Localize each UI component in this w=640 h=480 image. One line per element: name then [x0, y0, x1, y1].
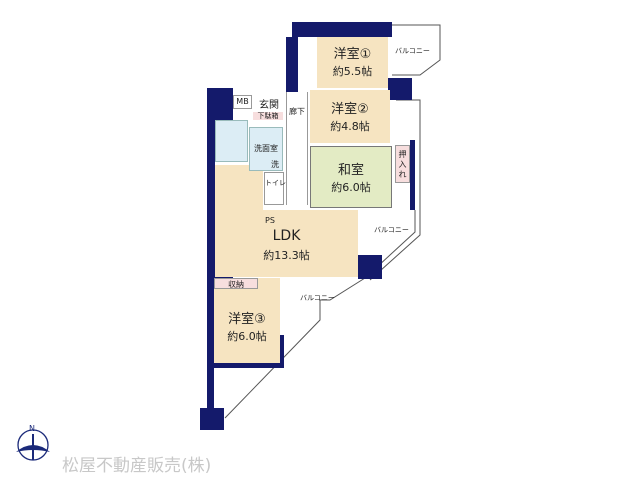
- getabako-label: 下駄箱: [257, 112, 279, 120]
- getabako: 下駄箱: [253, 112, 283, 120]
- shuno-closet: 収納: [214, 278, 258, 289]
- wall: [292, 22, 392, 37]
- room-name: 洋室②: [331, 102, 369, 117]
- toilet: トイレ: [264, 172, 286, 205]
- room-name: LDK: [272, 228, 301, 244]
- corridor: 廊下: [286, 92, 308, 205]
- balcony-label: バルコニー: [374, 226, 409, 234]
- bathroom: [215, 120, 248, 162]
- balcony-3-outline: [224, 210, 416, 419]
- wall: [207, 279, 214, 409]
- wall: [212, 363, 284, 368]
- wall: [286, 37, 298, 92]
- room-western-3: 洋室③ 約6.0帖: [214, 278, 280, 363]
- room-western-1: 洋室① 約5.5帖: [317, 37, 388, 88]
- balcony-label: バルコニー: [300, 294, 335, 302]
- room-ldk: LDK 約13.3帖: [215, 210, 358, 277]
- washroom: 洗面室 洗: [249, 127, 283, 171]
- room-size: 約6.0帖: [331, 181, 371, 194]
- room-size: 約5.5帖: [332, 65, 373, 78]
- room-name: 洋室③: [228, 312, 266, 327]
- north-compass-icon: N: [14, 424, 54, 466]
- kitchen-area: [215, 165, 263, 215]
- room-washitsu: 和室 約6.0帖: [310, 146, 392, 208]
- balcony-2-outline: [369, 99, 421, 281]
- wall: [358, 255, 382, 279]
- wall: [207, 88, 215, 268]
- room-size: 約13.3帖: [263, 249, 310, 262]
- north-label: N: [29, 424, 35, 433]
- room-size: 約6.0帖: [227, 330, 267, 343]
- shuno-label: 収納: [228, 280, 244, 289]
- mb-box: MB: [233, 95, 252, 109]
- balcony-1-outline: [392, 24, 441, 76]
- wall: [200, 408, 224, 430]
- oshiire-closet: 押入れ: [395, 145, 410, 183]
- genkan-label: 玄関: [259, 100, 279, 111]
- wall: [410, 140, 415, 210]
- room-name: 洋室①: [333, 47, 372, 62]
- company-name: 松屋不動産販売(株): [62, 456, 212, 476]
- balcony-label: バルコニー: [395, 47, 430, 55]
- room-name: 和室: [337, 163, 364, 178]
- wall: [388, 78, 412, 100]
- toilet-label: トイレ: [265, 179, 286, 187]
- room-size: 約4.8帖: [330, 120, 370, 133]
- roka-label: 廊下: [289, 107, 305, 116]
- ps-label: PS: [265, 216, 275, 225]
- room-western-2: 洋室② 約4.8帖: [310, 90, 390, 143]
- mb-label: MB: [236, 97, 249, 106]
- oshiire-label: 押入れ: [398, 150, 407, 179]
- genkan: 玄関: [253, 92, 285, 112]
- sen-label: 洗: [271, 160, 279, 169]
- senmen-label: 洗面室: [254, 144, 278, 153]
